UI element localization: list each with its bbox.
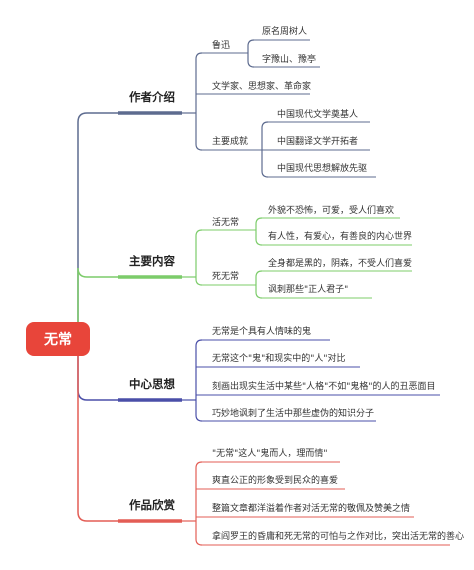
leaf-live-1: 外貌不恐怖，可爱，受人们喜欢 — [268, 206, 395, 216]
node-appreciation-4: 拿阎罗王的昏庸和死无常的可怕与之作对比，突出活无常的善心 — [212, 532, 465, 542]
branch-author-intro: 作者介绍 — [129, 90, 175, 104]
node-live-wuchang: 活无常 — [212, 218, 240, 228]
root-label: 无常 — [44, 332, 72, 348]
branch-central-idea: 中心思想 — [129, 377, 175, 391]
b3-spine — [195, 461, 203, 546]
node-appreciation-1: "无常"这人"鬼而人，理而情" — [212, 449, 328, 459]
leaf-achievement-1: 中国现代文学奠基人 — [277, 110, 359, 120]
b0-spine — [195, 52, 203, 151]
branch-appreciation: 作品欣赏 — [129, 498, 175, 512]
trunk-link-appreciation — [77, 339, 118, 522]
trunk-link-author-intro — [77, 112, 118, 339]
b1-live-spine — [255, 217, 263, 246]
node-idea-2: 无常这个"鬼"和现实中的"人"对比 — [212, 354, 346, 364]
node-idea-3: 刻画出现实生活中某些"人格"不如"鬼格"的人的丑恶面目 — [212, 382, 436, 392]
leaf-achievement-3: 中国现代思想解放先驱 — [277, 164, 368, 174]
leaf-achievement-2: 中国翻译文学开拓者 — [277, 137, 359, 147]
leaf-courtesy-name: 字豫山、豫亭 — [262, 55, 317, 65]
node-writer-roles: 文学家、思想家、革命家 — [212, 82, 312, 92]
node-dead-wuchang: 死无常 — [212, 272, 240, 282]
root-node: 无常 — [26, 322, 90, 356]
node-appreciation-2: 爽直公正的形象受到民众的喜爱 — [212, 476, 339, 486]
branch-main-content: 主要内容 — [129, 254, 175, 268]
node-main-achievements: 主要成就 — [212, 137, 249, 147]
b1-dead-spine — [255, 270, 263, 299]
leaf-dead-2: 讽刺那些"正人君子" — [268, 285, 349, 295]
node-lu-xun: 鲁迅 — [212, 41, 231, 51]
node-idea-1: 无常是个具有人情味的鬼 — [212, 327, 312, 337]
b0-lu-xun-spine — [247, 39, 255, 68]
trunk-link-main-content — [77, 267, 118, 339]
leaf-original-name: 原名周树人 — [262, 27, 308, 37]
node-idea-4: 巧妙地讽刺了生活中那些虚伪的知识分子 — [212, 409, 375, 419]
node-appreciation-3: 整篇文章都洋溢着作者对活无常的敬佩及赞美之情 — [212, 504, 411, 514]
b2-spine — [195, 339, 203, 422]
leaf-live-2: 有人性，有爱心，有善良的内心世界 — [268, 232, 413, 242]
b1-spine — [195, 229, 203, 286]
leaf-dead-1: 全身都是黑的，阴森，不受人们喜爱 — [268, 259, 413, 269]
